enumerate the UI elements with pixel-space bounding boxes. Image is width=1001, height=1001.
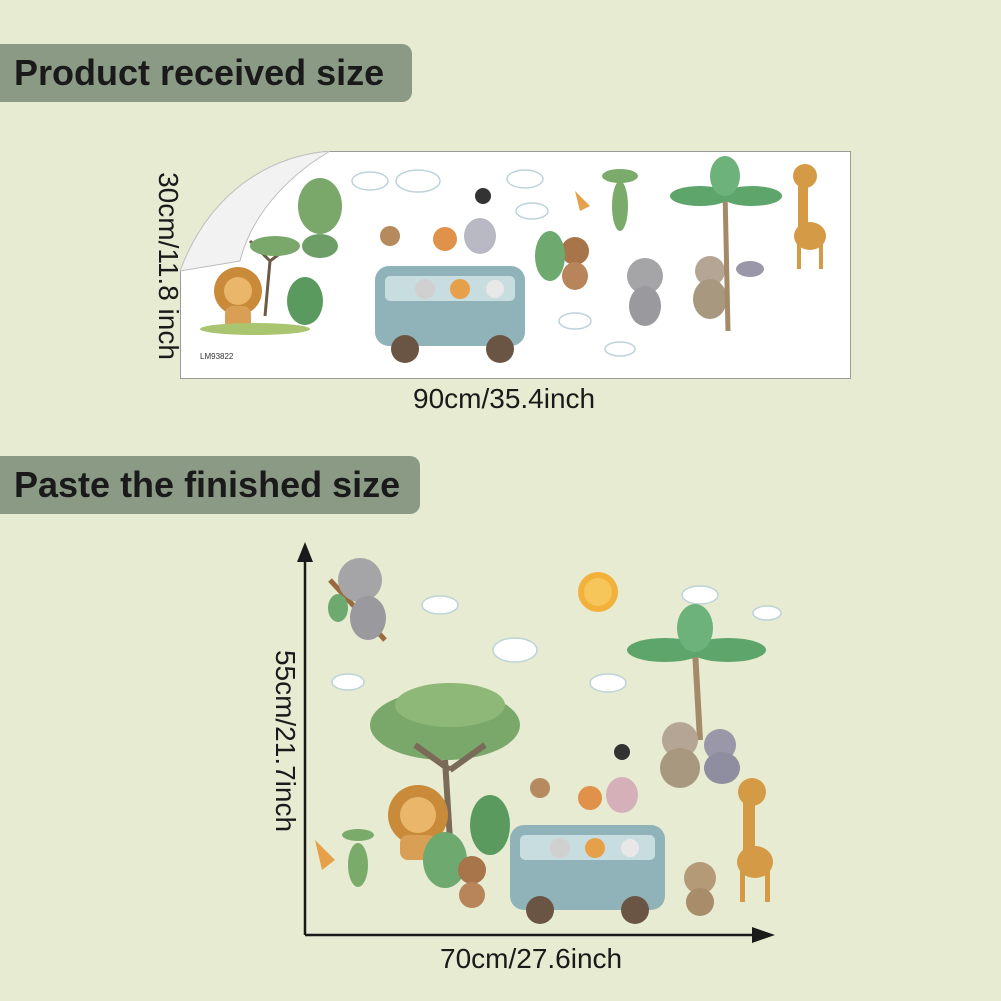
sloth-sticker [660,722,700,788]
crocodile-sticker [315,829,374,887]
rhino-sticker [704,729,740,784]
peel-corner [180,151,331,272]
giraffe-sticker [737,778,773,902]
sun-sticker [578,572,618,612]
finished-height-label: 55cm/21.7inch [270,649,301,833]
koala-sticker [328,558,387,642]
horizontal-arrow-head [752,927,775,943]
crocodile-sticker [575,169,638,231]
monkey-sticker [561,237,589,290]
peel-background [180,151,330,271]
hyena-sticker [684,862,716,916]
bus-sticker [510,744,665,924]
palm-tree-sticker [670,156,782,332]
received-size-title: Product received size [14,52,385,93]
cloud-stickers [351,169,636,357]
finished-size-banner: Paste the finished size [0,456,420,514]
sticker-sheet-illustrations [180,151,826,363]
finished-width-label: 70cm/27.6inch [440,943,623,974]
tree-sticker [298,178,342,258]
giraffe-sticker [793,164,826,269]
finished-size-title: Paste the finished size [14,464,401,505]
rhino-sticker [736,261,764,277]
palm-leaf-sticker [535,231,565,281]
vertical-arrow-head [297,542,313,562]
received-height-label: 30cm/11.8 inch [153,172,184,360]
koala-sticker [627,258,663,326]
cloud-stickers [331,585,782,693]
lion-sticker [388,785,510,860]
sloth-sticker [693,256,727,319]
lion-sticker [200,236,323,335]
received-size-banner: Product received size [0,44,412,102]
sheet-code: LM93822 [200,352,234,361]
monkey-sticker [423,832,486,908]
bus-sticker [375,188,525,363]
acacia-tree-sticker [370,683,520,841]
dimension-arrows [297,542,775,943]
finished-wall-scene [315,558,782,924]
received-width-label: 90cm/35.4inch [413,383,596,414]
palm-tree-sticker [627,604,766,741]
